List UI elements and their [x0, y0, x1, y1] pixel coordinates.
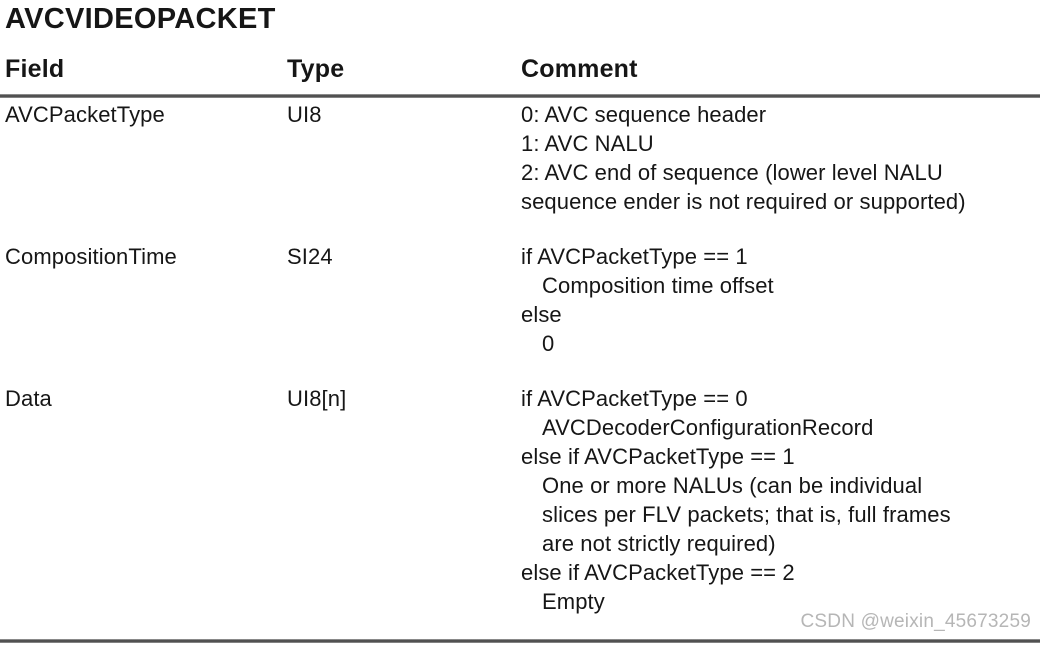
- comment-line: 1: AVC NALU: [521, 131, 654, 156]
- type-cell: UI8: [287, 102, 322, 127]
- comment-line: sequence ender is not required or suppor…: [521, 189, 966, 214]
- table-header-row: Field Type Comment: [0, 54, 1040, 84]
- column-header-type: Type: [287, 55, 345, 83]
- comment-line: Composition time offset: [542, 273, 774, 298]
- header-rule: [0, 94, 1040, 98]
- comment-line: are not strictly required): [542, 531, 776, 556]
- comment-cell: if AVCPacketType == 1 Composition time of…: [521, 242, 1040, 358]
- comment-line: Empty: [542, 589, 605, 614]
- comment-line: 0: AVC sequence header: [521, 102, 767, 127]
- comment-line: if AVCPacketType == 1: [521, 244, 748, 269]
- field-cell: Data: [5, 386, 52, 411]
- comment-cell: 0: AVC sequence header 1: AVC NALU 2: AVC …: [521, 100, 1040, 216]
- bottom-rule: [0, 639, 1040, 643]
- table-title: AVCVIDEOPACKET: [5, 3, 276, 35]
- type-cell: SI24: [287, 244, 333, 269]
- watermark: CSDN @weixin_45673259: [800, 611, 1031, 632]
- table-body: AVCPacketType UI8 0: AVC sequence header 1:…: [0, 100, 1040, 642]
- column-header-comment: Comment: [521, 55, 638, 83]
- table-row: AVCPacketType UI8 0: AVC sequence header 1:…: [0, 100, 1040, 216]
- comment-cell: if AVCPacketType == 0 AVCDecoderConfigura…: [521, 384, 1040, 616]
- comment-line: One or more NALUs (can be individual: [542, 473, 923, 498]
- field-cell: AVCPacketType: [5, 102, 165, 127]
- comment-line: else if AVCPacketType == 2: [521, 560, 795, 585]
- comment-line: else: [521, 302, 562, 327]
- table-row: CompositionTime SI24 if AVCPacketType == 1…: [0, 242, 1040, 358]
- comment-line: 0: [542, 331, 555, 356]
- comment-line: else if AVCPacketType == 1: [521, 444, 795, 469]
- comment-line: if AVCPacketType == 0: [521, 386, 748, 411]
- table-row: Data UI8[n] if AVCPacketType == 0 AVCDecode…: [0, 384, 1040, 616]
- comment-line: AVCDecoderConfigurationRecord: [542, 415, 874, 440]
- field-cell: CompositionTime: [5, 244, 177, 269]
- comment-line: 2: AVC end of sequence (lower level NALU: [521, 160, 943, 185]
- type-cell: UI8[n]: [287, 386, 347, 411]
- column-header-field: Field: [5, 55, 65, 83]
- comment-line: slices per FLV packets; that is, full fr…: [542, 502, 951, 527]
